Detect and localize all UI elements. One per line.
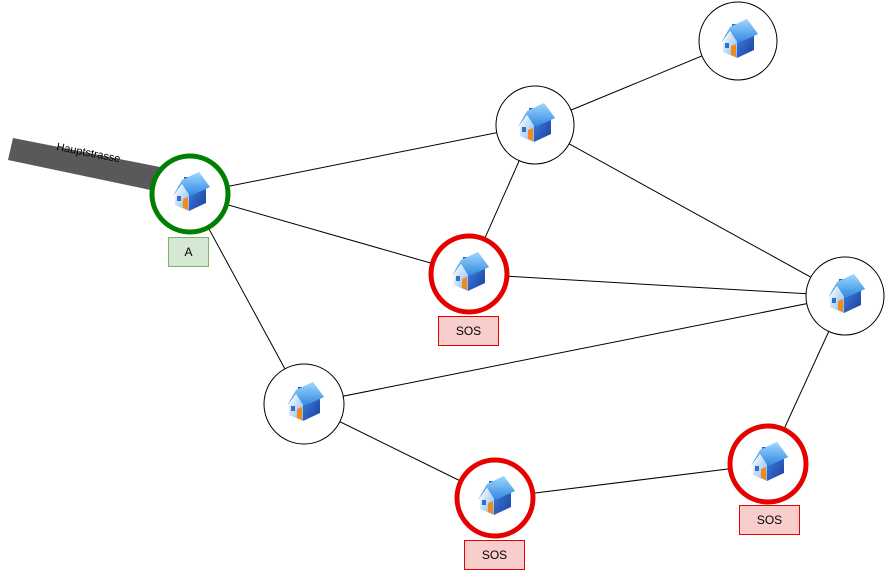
- edge-A-top-center: [189, 124, 536, 195]
- start-label: A: [168, 237, 209, 267]
- edge-sos-center-right: [468, 273, 846, 297]
- road-shape: [8, 138, 165, 192]
- node-sos-right[interactable]: [727, 423, 809, 505]
- node-right[interactable]: [805, 256, 885, 336]
- edge-top-center-right: [534, 124, 846, 297]
- edge-sos-bottom-sos-right: [494, 463, 769, 499]
- road: Hauptstrasse: [8, 138, 165, 192]
- node-A[interactable]: [149, 153, 231, 235]
- sos-label: SOS: [464, 540, 525, 570]
- sos-label: SOS: [739, 505, 800, 535]
- edge-left-bottom-right: [303, 295, 846, 405]
- node-left-bottom[interactable]: [263, 363, 345, 445]
- nodes-layer: [149, 1, 885, 539]
- node-top-right[interactable]: [698, 1, 778, 81]
- node-top-center[interactable]: [495, 85, 575, 165]
- node-sos-bottom[interactable]: [454, 457, 536, 539]
- node-sos-center[interactable]: [428, 233, 510, 315]
- sos-label: SOS: [438, 316, 499, 346]
- edge-A-sos-center: [189, 193, 470, 275]
